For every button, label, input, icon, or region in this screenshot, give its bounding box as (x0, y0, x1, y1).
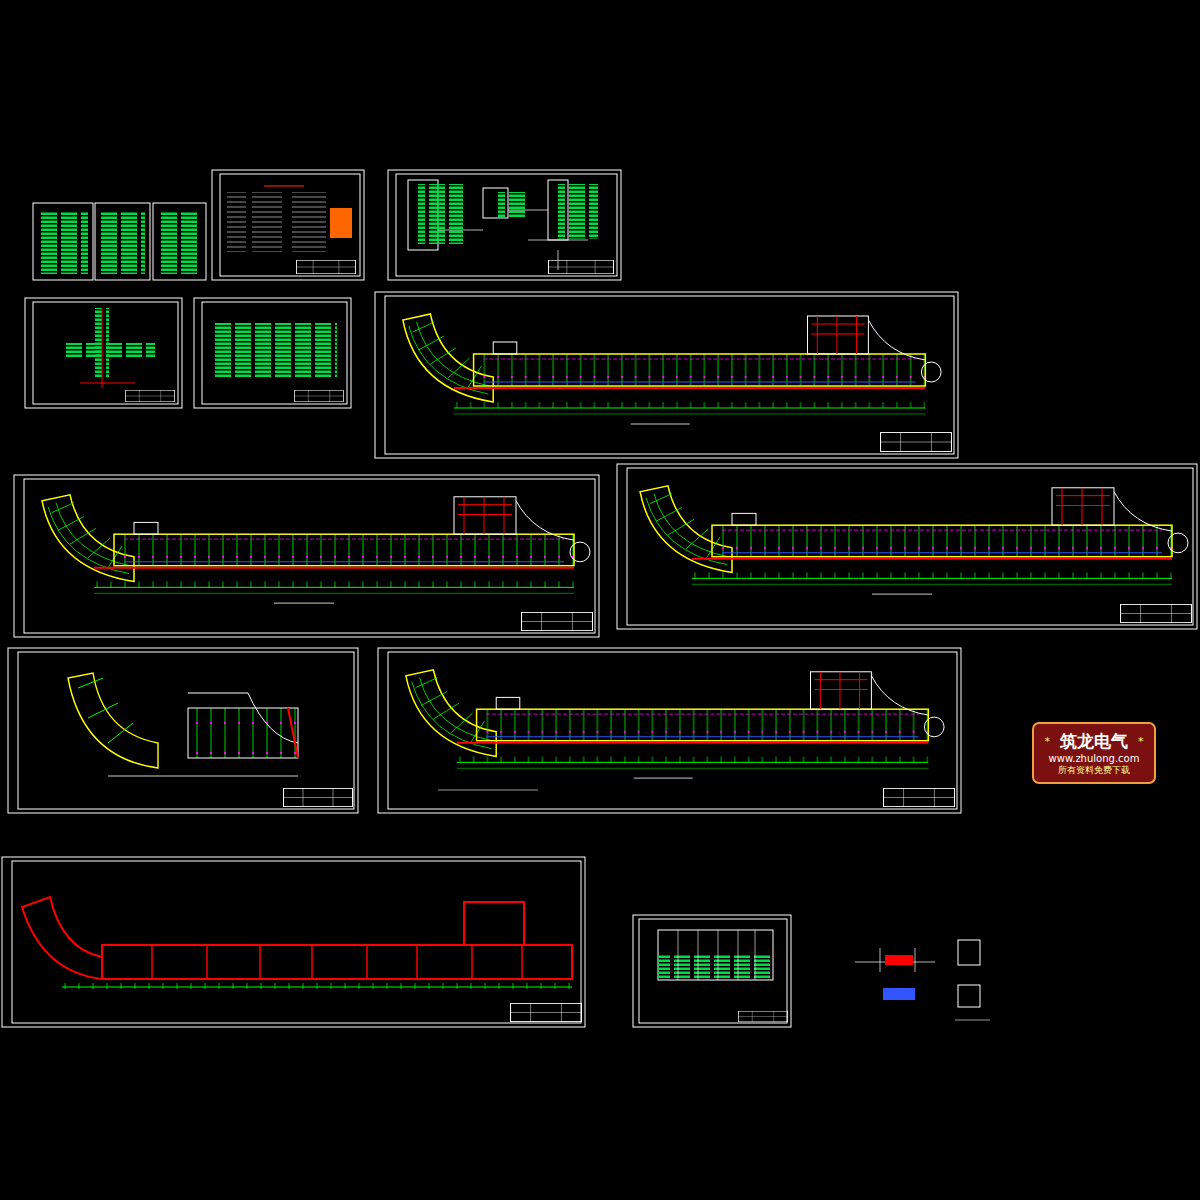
title-row: * 筑龙电气 * (1045, 730, 1144, 753)
riser-sheet (25, 298, 182, 408)
plan-sheet (375, 292, 958, 458)
detail-drawings (855, 940, 990, 1020)
roof-plan-sheet (2, 857, 585, 1027)
plan-sheet (617, 464, 1197, 629)
watermark-text: 所有资料免费下载 (1058, 764, 1130, 777)
small-tables (33, 203, 206, 280)
partial-plan-sheet (8, 648, 358, 813)
plan-sheet (378, 648, 961, 813)
star-mark: * (1045, 735, 1051, 748)
riser-sheet (194, 298, 351, 408)
star-mark: * (1138, 735, 1144, 748)
watermark-box: * 筑龙电气 * www.zhulong.com所有资料免费下载 (1032, 722, 1156, 784)
plan-sheet (14, 475, 599, 637)
watermark-title: 筑龙电气 (1060, 730, 1128, 753)
table-sheet (633, 915, 791, 1027)
watermark-text: www.zhulong.com (1049, 753, 1140, 764)
system-sheet (388, 170, 621, 280)
notes-sheet (212, 170, 364, 280)
